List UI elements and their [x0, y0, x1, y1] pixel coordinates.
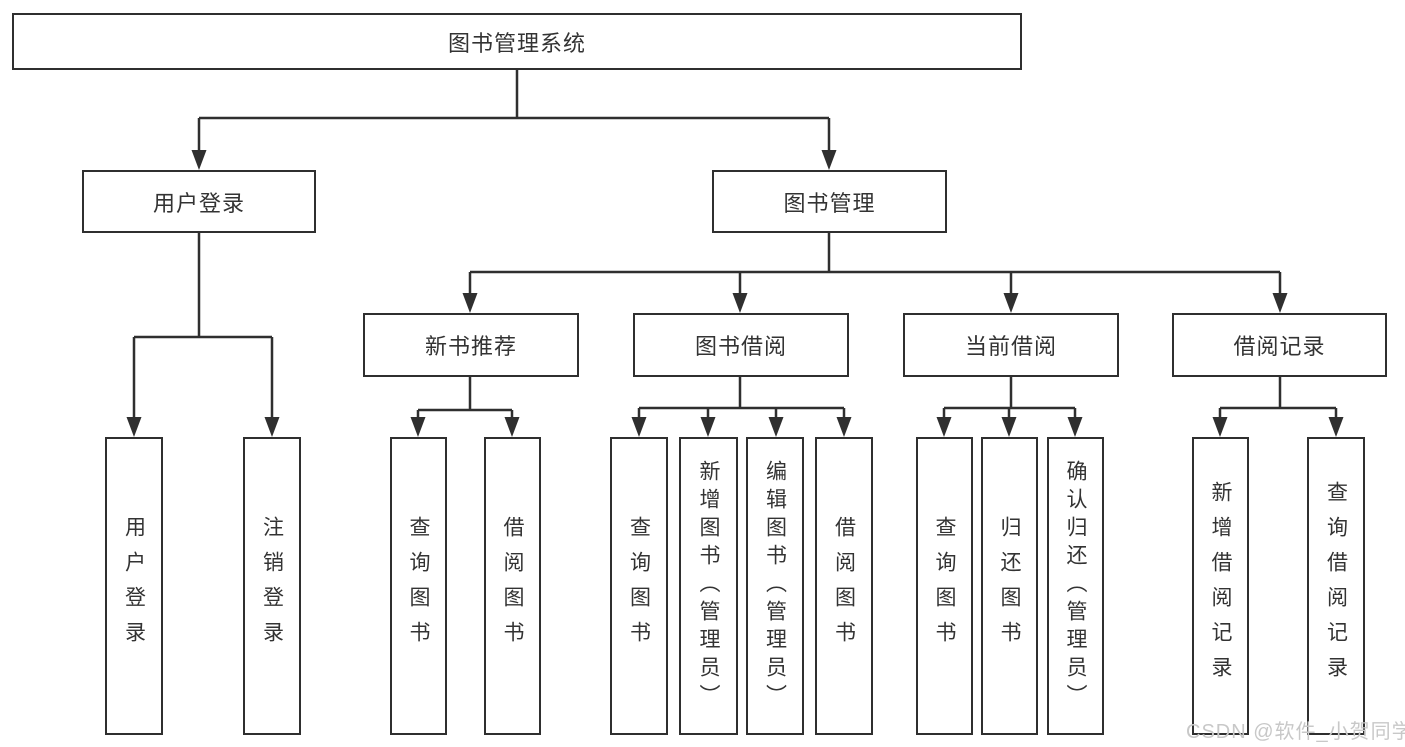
tree-edges	[132, 70, 1338, 419]
leaf-confirm-return-admin-label: 确认归还（管理员）	[1064, 460, 1087, 712]
leaf-query-borrow-record: 查询借阅记录	[1307, 437, 1365, 735]
node-book-management-label: 图书管理	[783, 190, 876, 216]
node-current-borrow-label: 当前借阅	[964, 334, 1057, 359]
node-borrow-records: 借阅记录	[1172, 313, 1387, 377]
leaf-query-books-current-label: 查询图书	[933, 516, 956, 656]
leaf-add-borrow-record: 新增借阅记录	[1192, 437, 1249, 735]
node-new-book-recommend: 新书推荐	[363, 313, 579, 377]
node-library-system-label: 图书管理系统	[447, 30, 586, 56]
leaf-user-login: 用户登录	[105, 437, 163, 735]
node-book-management: 图书管理	[712, 170, 947, 233]
leaf-user-login-label: 用户登录	[122, 516, 146, 656]
leaf-edit-books-admin-label: 编辑图书（管理员）	[763, 460, 787, 712]
leaf-return-books-label: 归还图书	[998, 516, 1021, 656]
leaf-return-books: 归还图书	[981, 437, 1038, 735]
leaf-add-books-admin-label: 新增图书（管理员）	[697, 460, 720, 712]
csdn-watermark: CSDN @软件_小贺同学	[1186, 721, 1405, 743]
node-user-login: 用户登录	[82, 170, 316, 233]
node-library-system: 图书管理系统	[12, 13, 1022, 70]
leaf-add-borrow-record-label: 新增借阅记录	[1209, 481, 1232, 691]
leaf-logout-label: 注销登录	[260, 516, 284, 656]
leaf-logout: 注销登录	[243, 437, 301, 735]
leaf-query-books-borrow: 查询图书	[610, 437, 668, 735]
arrowheads	[126, 150, 1344, 437]
leaf-borrow-books-label: 借阅图书	[832, 516, 856, 656]
leaf-borrow-books-recommend: 借阅图书	[484, 437, 541, 735]
leaf-confirm-return-admin: 确认归还（管理员）	[1047, 437, 1104, 735]
node-user-login-label: 用户登录	[152, 190, 245, 216]
leaf-borrow-books: 借阅图书	[815, 437, 873, 735]
leaf-borrow-books-recommend-label: 借阅图书	[501, 516, 524, 656]
leaf-query-books-recommend: 查询图书	[390, 437, 447, 735]
node-book-borrow: 图书借阅	[633, 313, 849, 377]
node-book-borrow-label: 图书借阅	[694, 334, 787, 359]
node-borrow-records-label: 借阅记录	[1233, 334, 1326, 359]
node-new-book-recommend-label: 新书推荐	[424, 334, 517, 359]
node-current-borrow: 当前借阅	[903, 313, 1119, 377]
leaf-query-books-current: 查询图书	[916, 437, 973, 735]
leaf-edit-books-admin: 编辑图书（管理员）	[746, 437, 804, 735]
leaf-query-books-recommend-label: 查询图书	[407, 516, 430, 656]
leaf-query-borrow-record-label: 查询借阅记录	[1324, 481, 1348, 691]
leaf-query-books-borrow-label: 查询图书	[627, 516, 651, 656]
leaf-add-books-admin: 新增图书（管理员）	[679, 437, 738, 735]
